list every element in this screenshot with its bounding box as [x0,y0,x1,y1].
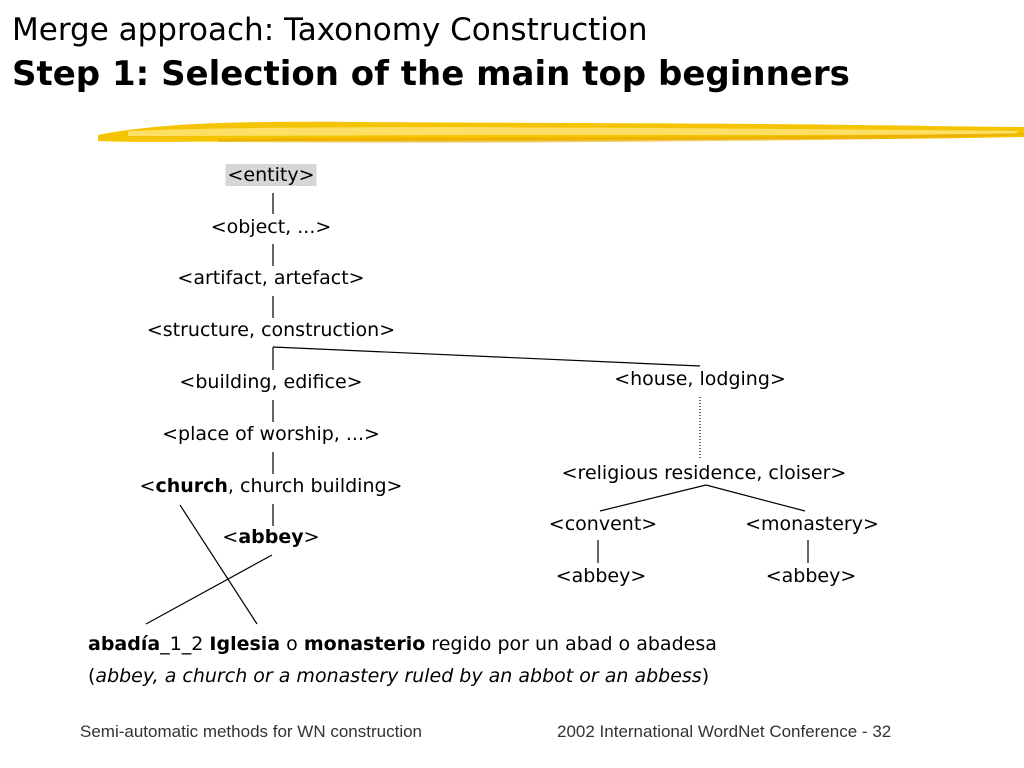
edge-religious-monastery [705,484,806,512]
slide-subtitle: Step 1: Selection of the main top beginn… [12,54,850,94]
footer-right: 2002 International WordNet Conference - … [557,722,892,741]
gloss-word: abadía [88,633,161,655]
church-bold: church [155,475,228,497]
slide-title: Merge approach: Taxonomy Construction [12,12,648,48]
translation-text: abbey, a church or a monastery ruled by … [95,665,702,687]
node-artifact: <artifact, artefact> [177,267,365,289]
node-monastery: <monastery> [745,513,879,535]
translation-open: ( [88,665,96,687]
gloss-rest: regido por un abad o abadesa [425,633,717,655]
gloss-sense: _1_2 [160,633,210,655]
gloss-monasterio: monasterio [303,633,426,655]
gloss-spanish: abadía_1_2 Iglesia o monasterio regido p… [88,632,717,656]
node-structure: <structure, construction> [146,319,396,341]
node-entity-label: <entity> [225,164,317,186]
node-church: <church, church building> [140,474,403,498]
gloss-iglesia: Iglesia [209,633,281,655]
node-place-of-worship: <place of worship, ...> [162,423,380,445]
translation-close: ) [701,665,710,687]
node-religious-residence: <religious residence, cloiser> [561,462,847,484]
abbey-bold: abbey [238,526,304,548]
yellow-brush-stroke [98,121,1024,143]
node-house: <house, lodging> [614,368,786,390]
node-entity: <entity> [225,163,317,187]
gloss-english: (abbey, a church or a monastery ruled by… [88,664,709,688]
cross-link-church-iglesia [179,504,258,625]
node-object: <object, ...> [210,216,332,238]
church-rest: , church building> [227,475,403,497]
edge-structure-house [272,346,701,367]
node-abbey: <abbey> [222,525,319,549]
node-abbey-under-convent: <abbey> [555,565,647,587]
abbey-close: > [303,526,320,548]
cross-link-abbey-abadia [145,554,273,625]
abbey-open: < [222,526,239,548]
gloss-o: o [280,633,304,655]
node-building: <building, edifice> [179,371,363,393]
footer-left: Semi-automatic methods for WN constructi… [80,722,423,741]
node-abbey-under-monastery: <abbey> [765,565,857,587]
edge-religious-convent [599,484,707,512]
church-open: < [139,475,156,497]
node-convent: <convent> [548,513,658,535]
